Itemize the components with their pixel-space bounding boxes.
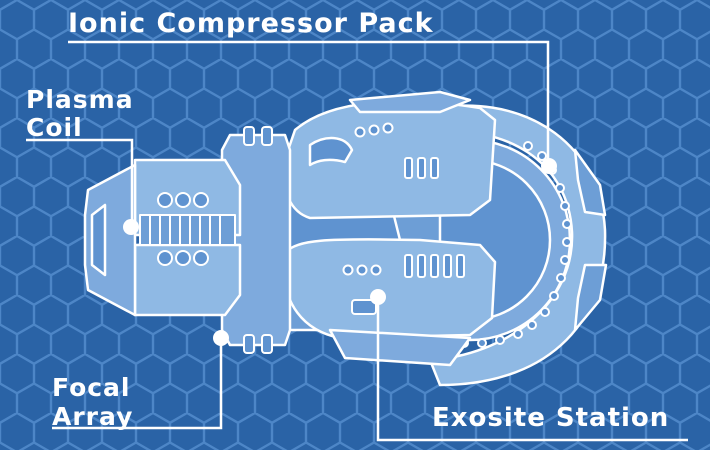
nose-cone (83, 163, 137, 317)
anchor-exosite-station (370, 289, 386, 305)
nose-tip (90, 203, 107, 277)
upper-hull-vents (354, 122, 439, 179)
label-focal-array-line1: Focal (52, 373, 131, 402)
lower-hull-vents (342, 254, 465, 315)
callout-anchors (123, 158, 557, 346)
plasma-coil-rings (139, 192, 236, 266)
leader-plasma-coil (26, 138, 134, 226)
leader-exosite-station (376, 297, 688, 442)
label-plasma-coil-line2: Coil (26, 113, 83, 142)
upper-hull-window (308, 136, 354, 167)
label-ionic-compressor-pack: Ionic Compressor Pack (68, 8, 434, 39)
anchor-plasma-coil (123, 219, 139, 235)
ship-blueprint (83, 90, 608, 387)
label-focal-array: Focal Array (52, 373, 133, 431)
upper-hull-fin (348, 90, 472, 114)
label-focal-array-line2: Array (52, 402, 134, 431)
ring-right-plate-top (573, 148, 607, 217)
leader-focal-array (52, 339, 223, 430)
label-plasma-coil: Plasma Coil (26, 86, 134, 142)
label-plasma-coil-line1: Plasma (26, 85, 134, 114)
anchor-focal-array (213, 330, 229, 346)
ring-right-plate-bottom (573, 263, 608, 332)
callout-lines (26, 40, 688, 442)
lower-hull-pod (283, 238, 497, 340)
engine-ribs (243, 126, 273, 354)
lower-ventral-plate (328, 328, 472, 367)
leader-ionic-compressor (68, 40, 550, 164)
label-exosite-station: Exosite Station (432, 403, 670, 433)
anchor-ionic-compressor (541, 158, 557, 174)
